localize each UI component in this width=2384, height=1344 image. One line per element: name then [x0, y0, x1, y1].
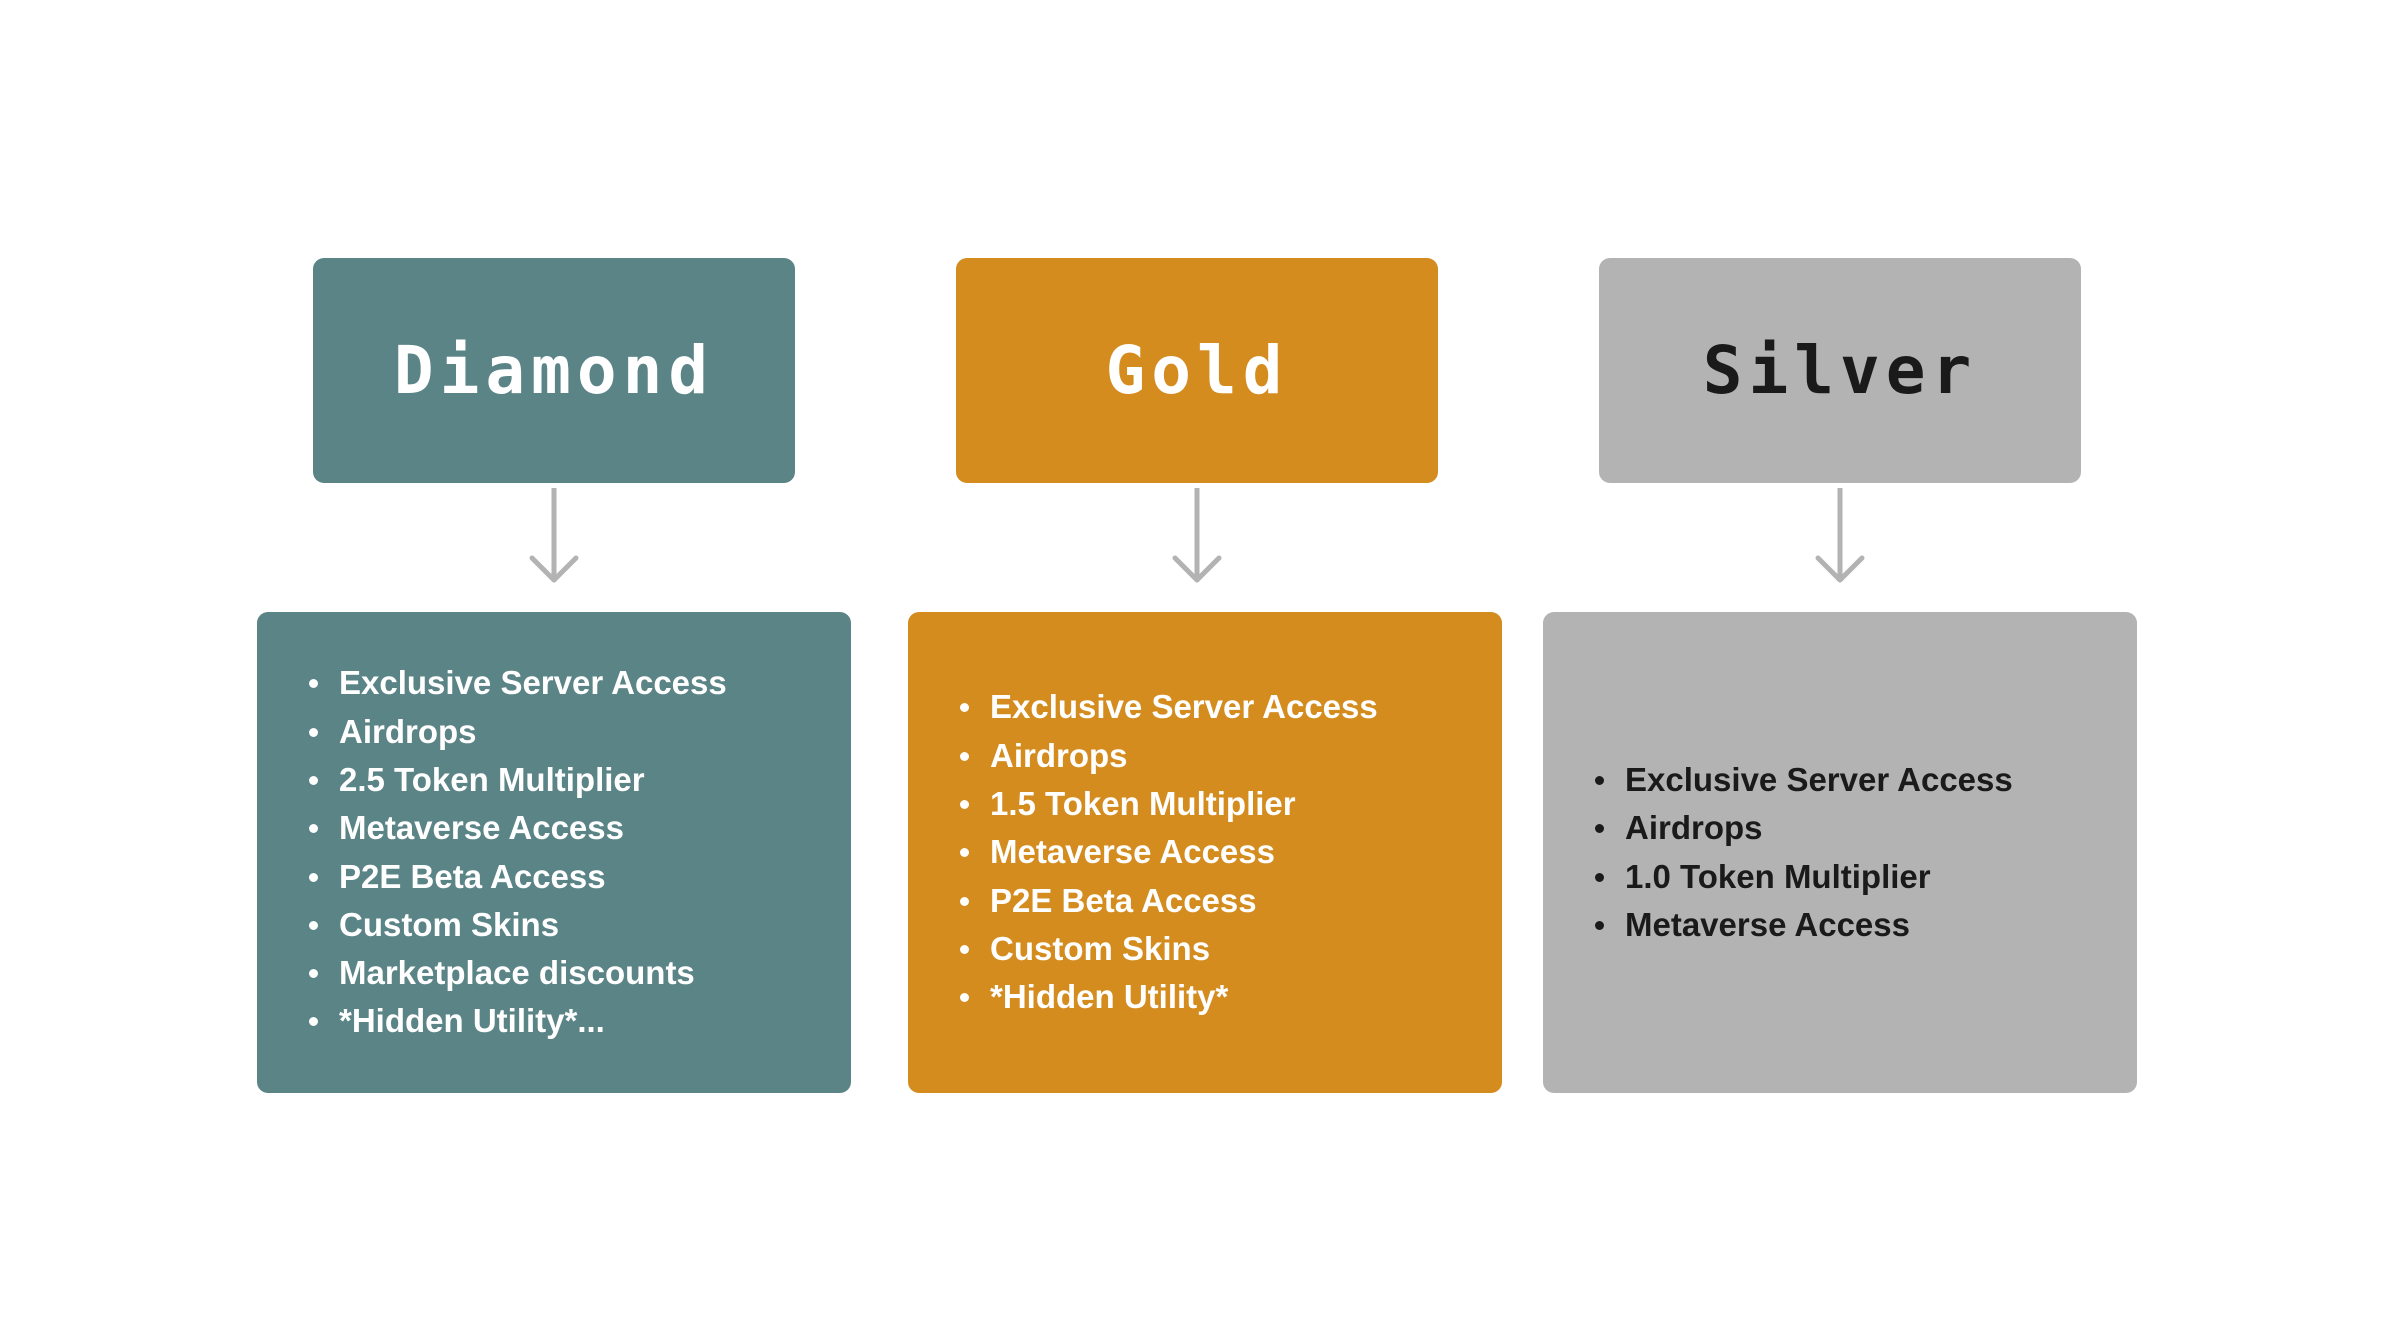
tier-header-silver: Silver	[1599, 258, 2081, 483]
benefit-label: Airdrops	[1625, 809, 1763, 847]
benefit-label: Airdrops	[990, 736, 1128, 774]
bullet-icon	[960, 751, 969, 761]
bullet-icon	[960, 848, 969, 858]
benefit-label: Airdrops	[339, 712, 477, 750]
arrow-down-icon	[529, 488, 579, 583]
bullet-icon	[1595, 920, 1604, 930]
benefit-item: P2E Beta Access	[309, 853, 727, 901]
benefit-item: Airdrops	[1595, 804, 2013, 852]
benefit-item: *Hidden Utility*	[960, 973, 1378, 1021]
benefit-item: Custom Skins	[960, 925, 1378, 973]
bullet-icon	[309, 920, 318, 930]
benefit-item: Metaverse Access	[960, 828, 1378, 876]
bullet-icon	[1595, 775, 1604, 785]
benefit-label: *Hidden Utility*	[990, 978, 1229, 1016]
benefit-label: Custom Skins	[990, 929, 1211, 967]
bullet-icon	[309, 727, 318, 737]
benefit-item: Metaverse Access	[1595, 901, 2013, 949]
benefit-label: P2E Beta Access	[339, 857, 606, 895]
bullet-icon	[309, 679, 318, 689]
tier-header-diamond: Diamond	[313, 258, 795, 483]
bullet-icon	[309, 872, 318, 882]
benefit-label: P2E Beta Access	[990, 881, 1257, 919]
bullet-icon	[309, 775, 318, 785]
benefit-item: *Hidden Utility*...	[309, 997, 727, 1045]
benefit-label: Metaverse Access	[1625, 905, 1910, 943]
benefit-label: Exclusive Server Access	[339, 664, 727, 702]
benefit-label: Exclusive Server Access	[1625, 760, 2013, 798]
bullet-icon	[960, 896, 969, 906]
benefit-item: Airdrops	[960, 732, 1378, 780]
tier-title-diamond: Diamond	[393, 331, 715, 409]
benefit-item: Exclusive Server Access	[960, 683, 1378, 731]
tier-title-gold: Gold	[1105, 331, 1289, 409]
tier-header-gold: Gold	[956, 258, 1438, 483]
benefit-item: Exclusive Server Access	[309, 659, 727, 707]
bullet-icon	[960, 993, 969, 1003]
benefit-item: 2.5 Token Multiplier	[309, 756, 727, 804]
bullet-icon	[960, 944, 969, 954]
bullet-icon	[960, 800, 969, 810]
benefit-item: Airdrops	[309, 708, 727, 756]
benefit-label: Marketplace discounts	[339, 954, 695, 992]
benefit-label: Custom Skins	[339, 905, 560, 943]
tier-title-silver: Silver	[1702, 331, 1978, 409]
bullet-icon	[960, 703, 969, 713]
benefit-item: Custom Skins	[309, 901, 727, 949]
bullet-icon	[1595, 872, 1604, 882]
benefit-item: Exclusive Server Access	[1595, 756, 2013, 804]
benefit-item: Marketplace discounts	[309, 949, 727, 997]
bullet-icon	[309, 824, 318, 834]
bullet-icon	[1595, 824, 1604, 834]
benefit-label: *Hidden Utility*...	[339, 1002, 605, 1040]
benefit-label: 1.0 Token Multiplier	[1625, 857, 1931, 895]
arrow-down-icon	[1815, 488, 1865, 583]
bullet-icon	[309, 969, 318, 979]
benefit-label: Exclusive Server Access	[990, 688, 1378, 726]
benefit-label: 2.5 Token Multiplier	[339, 760, 645, 798]
arrow-down-icon	[1172, 488, 1222, 583]
benefit-label: Metaverse Access	[990, 833, 1275, 871]
benefit-item: 1.5 Token Multiplier	[960, 780, 1378, 828]
benefit-item: 1.0 Token Multiplier	[1595, 853, 2013, 901]
bullet-icon	[309, 1017, 318, 1027]
benefit-item: Metaverse Access	[309, 804, 727, 852]
benefit-label: 1.5 Token Multiplier	[990, 785, 1296, 823]
benefit-label: Metaverse Access	[339, 809, 624, 847]
benefit-item: P2E Beta Access	[960, 877, 1378, 925]
